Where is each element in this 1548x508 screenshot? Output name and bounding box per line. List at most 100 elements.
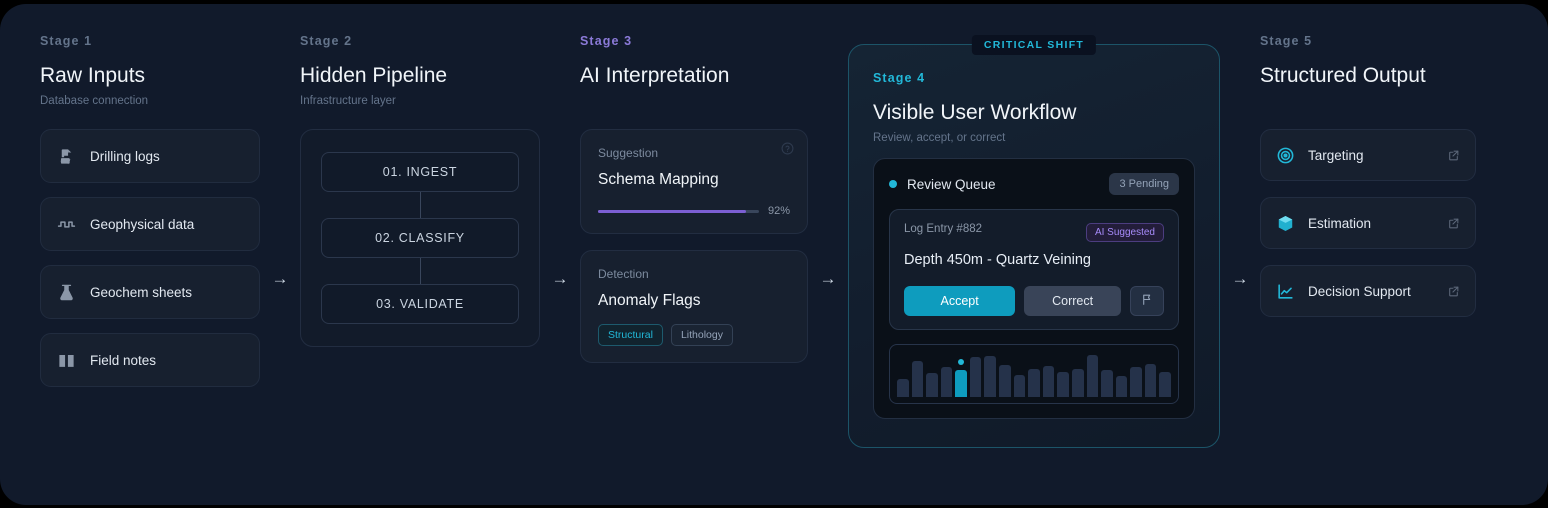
stage-4-eyebrow: Stage 4	[873, 71, 926, 85]
book-icon	[57, 351, 76, 370]
source-label: Drilling logs	[90, 148, 160, 164]
output-card-decision-support[interactable]: Decision Support	[1260, 265, 1476, 317]
tag-lithology[interactable]: Lithology	[670, 324, 733, 346]
chart-bar	[1101, 370, 1113, 398]
tag-structural[interactable]: Structural	[598, 324, 663, 346]
chart-bar	[1130, 366, 1142, 398]
target-icon	[1276, 146, 1295, 165]
chart-bar	[1086, 354, 1099, 398]
external-link-icon[interactable]	[1447, 217, 1460, 230]
stage-1-eyebrow: Stage 1	[40, 34, 93, 48]
pipeline-step-validate[interactable]: 03. VALIDATE	[321, 284, 519, 324]
svg-text:CSV: CSV	[61, 158, 69, 163]
pipeline-container: 01. INGEST 02. CLASSIFY 03. VALIDATE	[300, 129, 540, 347]
output-card-estimation[interactable]: Estimation	[1260, 197, 1476, 249]
output-card-targeting[interactable]: Targeting	[1260, 129, 1476, 181]
log-entry-row: Log Entry #882 AI Suggested Depth 450m -…	[889, 209, 1179, 331]
detection-kicker: Detection	[598, 267, 649, 281]
output-label: Estimation	[1308, 215, 1372, 231]
log-entry-header: Log Entry #882 AI Suggested	[904, 223, 1164, 242]
source-card-geochem-sheets[interactable]: Geochem sheets	[40, 265, 260, 319]
review-queue-title: Review Queue	[907, 176, 996, 192]
stage-4-panel: CRITICAL SHIFT Stage 4 Visible User Work…	[848, 35, 1220, 449]
output-label: Decision Support	[1308, 283, 1411, 299]
stage-4-visible-user-workflow: CRITICAL SHIFT Stage 4 Visible User Work…	[848, 34, 1220, 449]
stage-3-title: AI Interpretation	[580, 64, 730, 87]
log-entry-id: Log Entry #882	[904, 223, 983, 235]
workflow-diagram-panel: Stage 1 Raw Inputs Database connection C…	[0, 4, 1548, 505]
connector-arrow-1: →	[271, 268, 289, 288]
help-circle-icon[interactable]	[781, 142, 794, 160]
chart-bar	[897, 378, 909, 398]
external-link-icon[interactable]	[1447, 149, 1460, 162]
stage-5-structured-output: Stage 5 Structured Output Targeting	[1260, 34, 1508, 333]
detection-card[interactable]: Detection Anomaly Flags Structural Litho…	[580, 250, 808, 363]
log-entry-text: Depth 450m - Quartz Veining	[904, 252, 1091, 268]
flag-icon	[1141, 293, 1154, 309]
detection-title: Anomaly Flags	[598, 292, 701, 309]
review-queue-header-left: Review Queue	[889, 177, 996, 192]
stage-3-ai-interpretation: Stage 3 AI Interpretation Suggestion Sch…	[580, 34, 808, 379]
csv-file-icon: CSV	[57, 147, 76, 166]
stage-row: Stage 1 Raw Inputs Database connection C…	[0, 4, 1548, 505]
source-card-geophysical-data[interactable]: Geophysical data	[40, 197, 260, 251]
suggestion-card[interactable]: Suggestion Schema Mapping 92%	[580, 129, 808, 234]
stage-1-raw-inputs: Stage 1 Raw Inputs Database connection C…	[0, 34, 260, 401]
chart-bar	[940, 367, 953, 398]
chart-bar	[911, 361, 924, 398]
chart-bar	[1028, 369, 1040, 398]
source-card-field-notes[interactable]: Field notes	[40, 333, 260, 387]
log-entry-actions: Accept Correct	[904, 286, 1164, 317]
review-queue-card: Review Queue 3 Pending Log Entry #882 AI…	[873, 158, 1195, 420]
stage-2-title: Hidden Pipeline	[300, 64, 448, 87]
output-label: Targeting	[1308, 147, 1364, 163]
source-label: Geochem sheets	[90, 284, 193, 300]
stage-5-eyebrow: Stage 5	[1260, 34, 1313, 48]
accept-button[interactable]: Accept	[904, 286, 1016, 317]
correct-button[interactable]: Correct	[1024, 286, 1121, 317]
chart-bar	[1013, 374, 1026, 398]
progress-track	[598, 209, 759, 213]
chart-bar	[1115, 376, 1128, 398]
connector-arrow-3: →	[819, 268, 837, 288]
progress-fill	[598, 209, 747, 213]
stage-1-title: Raw Inputs	[40, 64, 146, 87]
flag-button[interactable]	[1130, 286, 1164, 317]
ai-suggested-badge: AI Suggested	[1085, 223, 1164, 242]
stage-1-subtitle: Database connection	[40, 95, 149, 107]
connector-arrow-4: →	[1231, 268, 1249, 288]
suggestion-kicker: Suggestion	[598, 146, 659, 160]
cube-icon	[1276, 214, 1295, 233]
chart-bar	[999, 364, 1011, 398]
chart-bar	[984, 355, 997, 398]
source-label: Field notes	[90, 352, 157, 368]
activity-bar-chart	[889, 344, 1179, 405]
line-chart-icon	[1276, 282, 1295, 301]
review-queue-header: Review Queue 3 Pending	[889, 173, 1179, 195]
pipeline-connector	[419, 258, 421, 284]
external-link-icon[interactable]	[1447, 285, 1460, 298]
chart-bar	[1071, 368, 1084, 398]
confidence-progress: 92%	[598, 205, 790, 217]
chart-bar	[1057, 371, 1069, 398]
source-card-drilling-logs[interactable]: CSV Drilling logs	[40, 129, 260, 183]
chart-bar	[926, 373, 938, 398]
chart-bar	[1159, 372, 1171, 398]
flask-icon	[57, 283, 76, 302]
critical-shift-badge: CRITICAL SHIFT	[971, 35, 1097, 55]
pending-badge: 3 Pending	[1109, 173, 1179, 195]
pipeline-step-classify[interactable]: 02. CLASSIFY	[321, 218, 519, 258]
stage-3-eyebrow: Stage 3	[580, 34, 633, 48]
stage-4-subtitle: Review, accept, or correct	[873, 132, 1006, 144]
source-label: Geophysical data	[90, 216, 195, 232]
chart-bar	[969, 356, 982, 398]
chart-bar	[1042, 365, 1055, 398]
pipeline-step-ingest[interactable]: 01. INGEST	[321, 152, 519, 192]
stage-3-spacer	[580, 95, 808, 107]
stage-5-title: Structured Output	[1260, 64, 1426, 87]
stage-5-spacer	[1260, 95, 1476, 107]
status-dot-icon	[889, 180, 897, 188]
chart-bar	[1144, 363, 1157, 398]
stage-4-title: Visible User Workflow	[873, 101, 1077, 124]
stage-2-eyebrow: Stage 2	[300, 34, 353, 48]
